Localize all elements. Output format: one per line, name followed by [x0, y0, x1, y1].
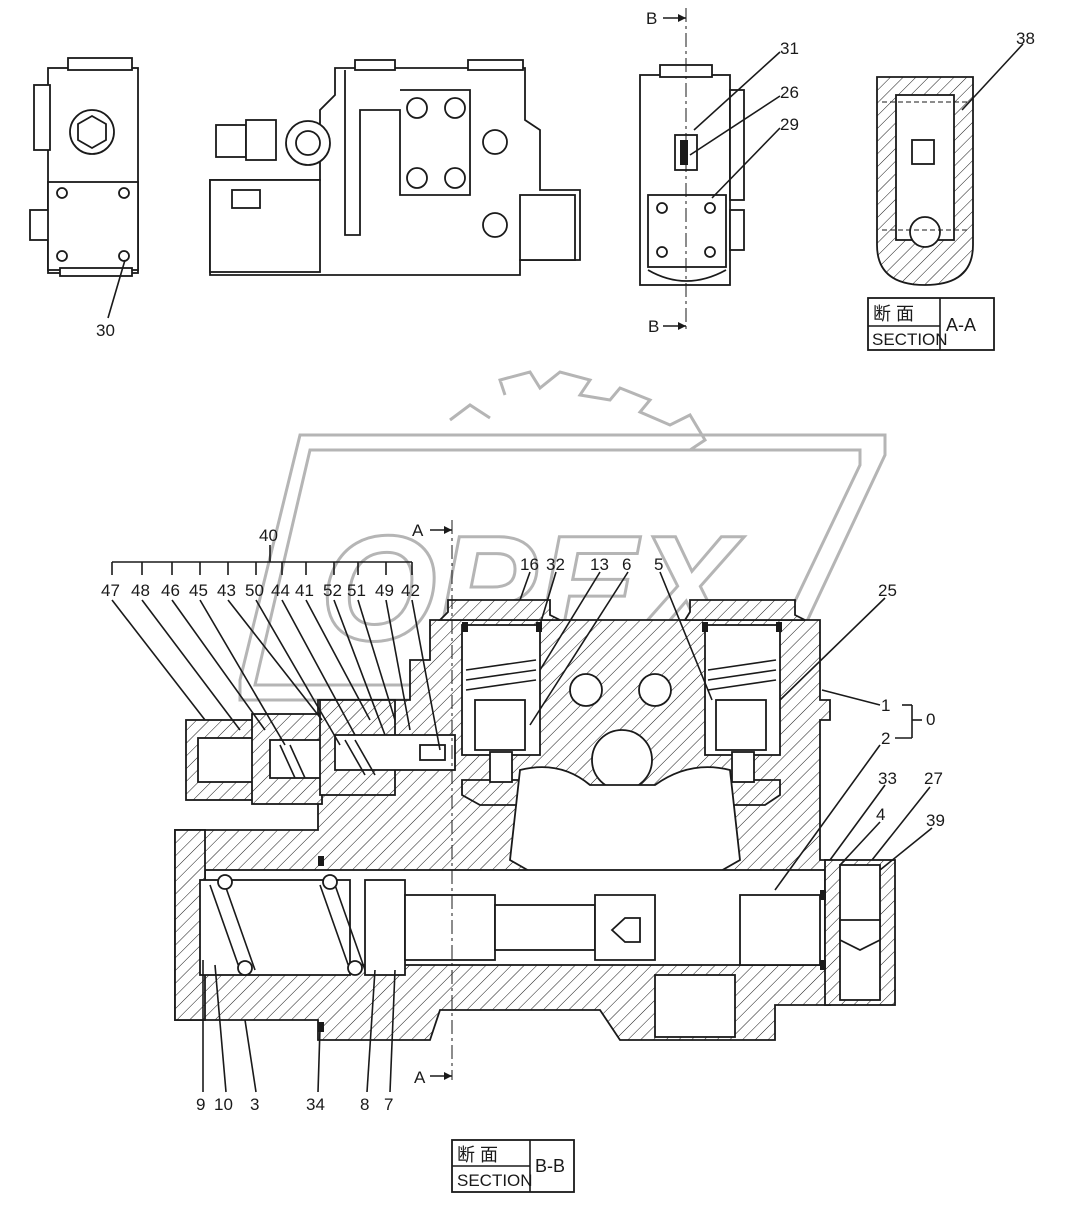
- callout-25: 25: [878, 581, 897, 600]
- section-bb-title-jp: 断 面: [457, 1145, 498, 1165]
- callout-0: 0: [926, 710, 935, 729]
- callout-30: 30: [96, 321, 115, 340]
- view-section-bb: A A 断 面 SECTION B-B: [174, 520, 896, 1193]
- callout-1: 1: [881, 696, 890, 715]
- callout-48: 48: [131, 581, 150, 600]
- callout-44: 44: [271, 581, 290, 600]
- callout-3: 3: [250, 1095, 259, 1114]
- callout-29: 29: [780, 115, 799, 134]
- cut-marker-b-bottom: B: [648, 317, 659, 336]
- callout-31: 31: [780, 39, 799, 58]
- section-aa-title-en: SECTION: [872, 330, 948, 349]
- section-aa-suffix: A-A: [946, 315, 976, 335]
- callout-numbers: 30 31 26 29 38 40 47 48 46 45 43 50 44 4…: [96, 29, 1035, 1114]
- callout-40: 40: [259, 526, 278, 545]
- callout-16: 16: [520, 555, 539, 574]
- view-side-left: [29, 57, 139, 277]
- callout-4: 4: [876, 805, 885, 824]
- view-section-aa: 断 面 SECTION A-A: [867, 76, 995, 351]
- view-front: [209, 59, 581, 276]
- callout-27: 27: [924, 769, 943, 788]
- callout-6: 6: [622, 555, 631, 574]
- callout-39: 39: [926, 811, 945, 830]
- callout-33: 33: [878, 769, 897, 788]
- callout-10: 10: [214, 1095, 233, 1114]
- coil-spring-upper-pocket-right: [707, 659, 777, 691]
- callout-7: 7: [384, 1095, 393, 1114]
- callout-49: 49: [375, 581, 394, 600]
- callout-41: 41: [295, 581, 314, 600]
- cut-marker-a-top: A: [412, 521, 424, 540]
- cut-marker-a-bottom: A: [414, 1068, 426, 1087]
- callout-50: 50: [245, 581, 264, 600]
- callout-34: 34: [306, 1095, 325, 1114]
- callout-26: 26: [780, 83, 799, 102]
- callout-51: 51: [347, 581, 366, 600]
- callout-42: 42: [401, 581, 420, 600]
- callout-9: 9: [196, 1095, 205, 1114]
- callout-32: 32: [546, 555, 565, 574]
- leader-lines: [107, 43, 1024, 1093]
- callout-43: 43: [217, 581, 236, 600]
- section-aa-title-jp: 断 面: [873, 304, 914, 324]
- cut-marker-b-top: B: [646, 9, 657, 28]
- callout-52: 52: [323, 581, 342, 600]
- view-side-right: B B: [639, 8, 745, 336]
- coil-spring-lower-left: [209, 874, 366, 976]
- callout-47: 47: [101, 581, 120, 600]
- section-bb-suffix: B-B: [535, 1156, 565, 1176]
- callout-45: 45: [189, 581, 208, 600]
- callout-8: 8: [360, 1095, 369, 1114]
- coil-spring-upper-left: [279, 739, 376, 779]
- section-bb-title-en: SECTION: [457, 1171, 533, 1190]
- callout-2: 2: [881, 729, 890, 748]
- callout-46: 46: [161, 581, 180, 600]
- coil-spring-upper-pocket-left: [465, 659, 537, 691]
- callout-13: 13: [590, 555, 609, 574]
- callout-38: 38: [1016, 29, 1035, 48]
- callout-5: 5: [654, 555, 663, 574]
